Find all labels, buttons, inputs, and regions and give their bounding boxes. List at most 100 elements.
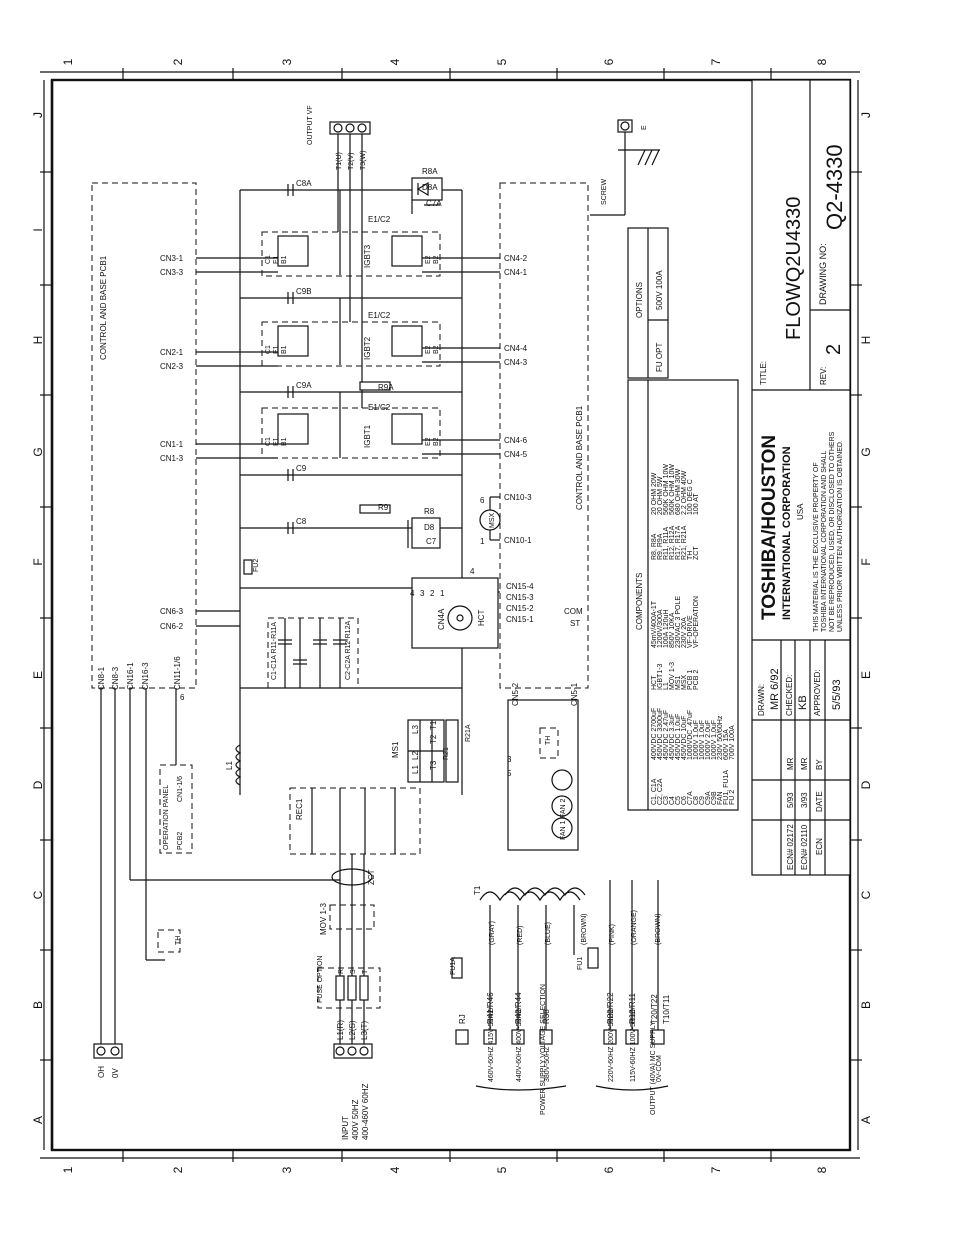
- left-connector-label: CN2-3: [160, 362, 184, 371]
- psu-terminal: R38: [542, 1009, 551, 1024]
- wire-count: 3: [507, 755, 512, 764]
- psu-terminal: R41/R46: [486, 992, 495, 1024]
- zone-number-bottom: 2: [171, 1166, 185, 1173]
- component-value: 680 OHM 30W: [675, 468, 682, 515]
- snubber-capacitors: [287, 184, 391, 534]
- component-value: 2.2 OHM 40W: [681, 470, 688, 515]
- component-name: FU1, FU1A: [723, 770, 730, 805]
- component-name: TH: [687, 551, 694, 560]
- ov-label: 0V: [111, 1068, 120, 1078]
- components-title: COMPONENTS: [635, 573, 644, 630]
- options-table: [627, 227, 669, 379]
- zone-letter-left: B: [31, 1001, 45, 1009]
- component-value: 1000V 1.0uF: [711, 720, 718, 760]
- cn15-label: CN15-3: [506, 593, 534, 602]
- igbt-label: IGBT3: [363, 244, 372, 268]
- component-value: 100 DEG C: [687, 479, 694, 515]
- fuse-term: T: [362, 969, 369, 974]
- dc-bus: [239, 189, 463, 795]
- drawing-number: Q2-4330: [822, 144, 847, 230]
- input-terminal-label: L3(T): [360, 1021, 369, 1040]
- resistor-label: R8A: [422, 167, 438, 176]
- ms1-line: L1: [411, 765, 420, 774]
- ground-terminal-label: E: [641, 125, 648, 130]
- inductor-l1: [235, 744, 242, 786]
- component-value: 450VDC 10uF: [681, 716, 688, 760]
- component-name: C4: [669, 796, 676, 805]
- country: USA: [796, 503, 805, 520]
- output-terminal-label: T1(U): [336, 152, 343, 170]
- zone-letter-right: J: [859, 112, 873, 118]
- by-header: BY: [815, 759, 824, 770]
- capacitor-label: C9A: [296, 381, 312, 390]
- component-value: 450VDC 3300uF: [657, 708, 664, 760]
- capacitor-label: C8: [296, 517, 307, 526]
- drawing-no-label: DRAWING NO:: [818, 243, 828, 305]
- e1c2-label: E1/C2: [368, 311, 391, 320]
- component-value: 1200V/300A: [657, 609, 664, 648]
- output-terminal-label: T2(V): [348, 153, 355, 171]
- pcb1-label-right: CONTROL AND BASE PCB1: [575, 405, 584, 510]
- tap-color: (ORANGE): [631, 910, 638, 945]
- zone-letter-right: G: [859, 447, 873, 456]
- c1-label: C1: [265, 345, 272, 354]
- component-value: VF-OPERATION: [693, 596, 700, 648]
- options-title: OPTIONS: [635, 282, 644, 318]
- input-terminals: [333, 1043, 373, 1059]
- e1c2-label: E1/C2: [368, 403, 391, 412]
- zone-letter-left: H: [31, 336, 45, 345]
- component-name: R21, R21A: [681, 525, 688, 560]
- zone-number-bottom: 8: [815, 1166, 829, 1173]
- right-zone-strip: [850, 80, 862, 1150]
- checked-value: KB: [797, 695, 809, 710]
- notice-line: TOSHIBA INTERNATIONAL CORPORATION AND SH…: [821, 451, 828, 632]
- output-tap-terminal: R20/R22: [606, 992, 615, 1024]
- wire-count: 6: [180, 693, 185, 702]
- right-connector-label: CN10-3: [504, 493, 532, 502]
- drawing-title: FLOWQ2U4330: [783, 197, 805, 340]
- component-name: C3: [663, 796, 670, 805]
- ecn-date: 5/93: [786, 792, 795, 808]
- zone-letter-left: J: [31, 112, 45, 118]
- notice-line: UNLESS PRIOR WRITTEN AUTHORIZATION IS OB…: [837, 440, 844, 632]
- zone-number-bottom: 7: [709, 1166, 723, 1173]
- zone-number-top: 3: [280, 58, 294, 65]
- left-connector-label: CN6-3: [160, 607, 184, 616]
- approved-value: 5/5/93: [831, 679, 843, 710]
- tap-color: (BROWN): [655, 914, 662, 946]
- zone-letter-right: E: [859, 671, 873, 679]
- r21a-label: R21A: [465, 724, 472, 742]
- fuse-term: S: [350, 969, 357, 974]
- tap-color: (BROWN): [581, 914, 588, 946]
- component-name: MS1: [675, 676, 682, 691]
- component-name: C9A: [705, 791, 712, 805]
- capacitor-label: C9B: [296, 287, 312, 296]
- component-value: 1000V 1.0uF: [693, 720, 700, 760]
- right-connector-label: CN4-1: [504, 268, 528, 277]
- pcb1-left-outline: [91, 182, 197, 689]
- b1-label: B1: [281, 345, 288, 354]
- cn-bottom-label: CN8-3: [111, 666, 120, 690]
- left-connector-label: CN3-3: [160, 268, 184, 277]
- pcb2-label: PCB2: [177, 832, 184, 850]
- zone-number-top: 5: [495, 58, 509, 65]
- component-value: 600V 15A: [723, 729, 730, 760]
- left-connector-label: CN6-2: [160, 622, 184, 631]
- rectifier-rec1: [289, 787, 421, 855]
- fan-circuit: [507, 699, 579, 851]
- tap-color: (GRAY): [489, 921, 496, 945]
- cn4a-label: CN4A: [437, 608, 446, 630]
- cn15-label: CN15-4: [506, 582, 534, 591]
- component-value: 1000VDC .47uF: [687, 710, 694, 760]
- zone-number-top: 8: [815, 58, 829, 65]
- checked-label: CHECKED:: [785, 675, 794, 716]
- psu-caption: POWER SUPPLY VOLTAGE SELECTION: [540, 984, 547, 1115]
- fu2-fuse: [243, 559, 253, 575]
- hct-block: [411, 577, 500, 649]
- psu-terminal: R40/R44: [514, 992, 523, 1024]
- component-name: L1: [663, 682, 670, 690]
- component-name: MSX: [681, 675, 688, 691]
- input-terminal-label: L1(R): [336, 1020, 345, 1040]
- ecn-by: MR: [786, 757, 795, 770]
- cn15-label: CN15-2: [506, 604, 534, 613]
